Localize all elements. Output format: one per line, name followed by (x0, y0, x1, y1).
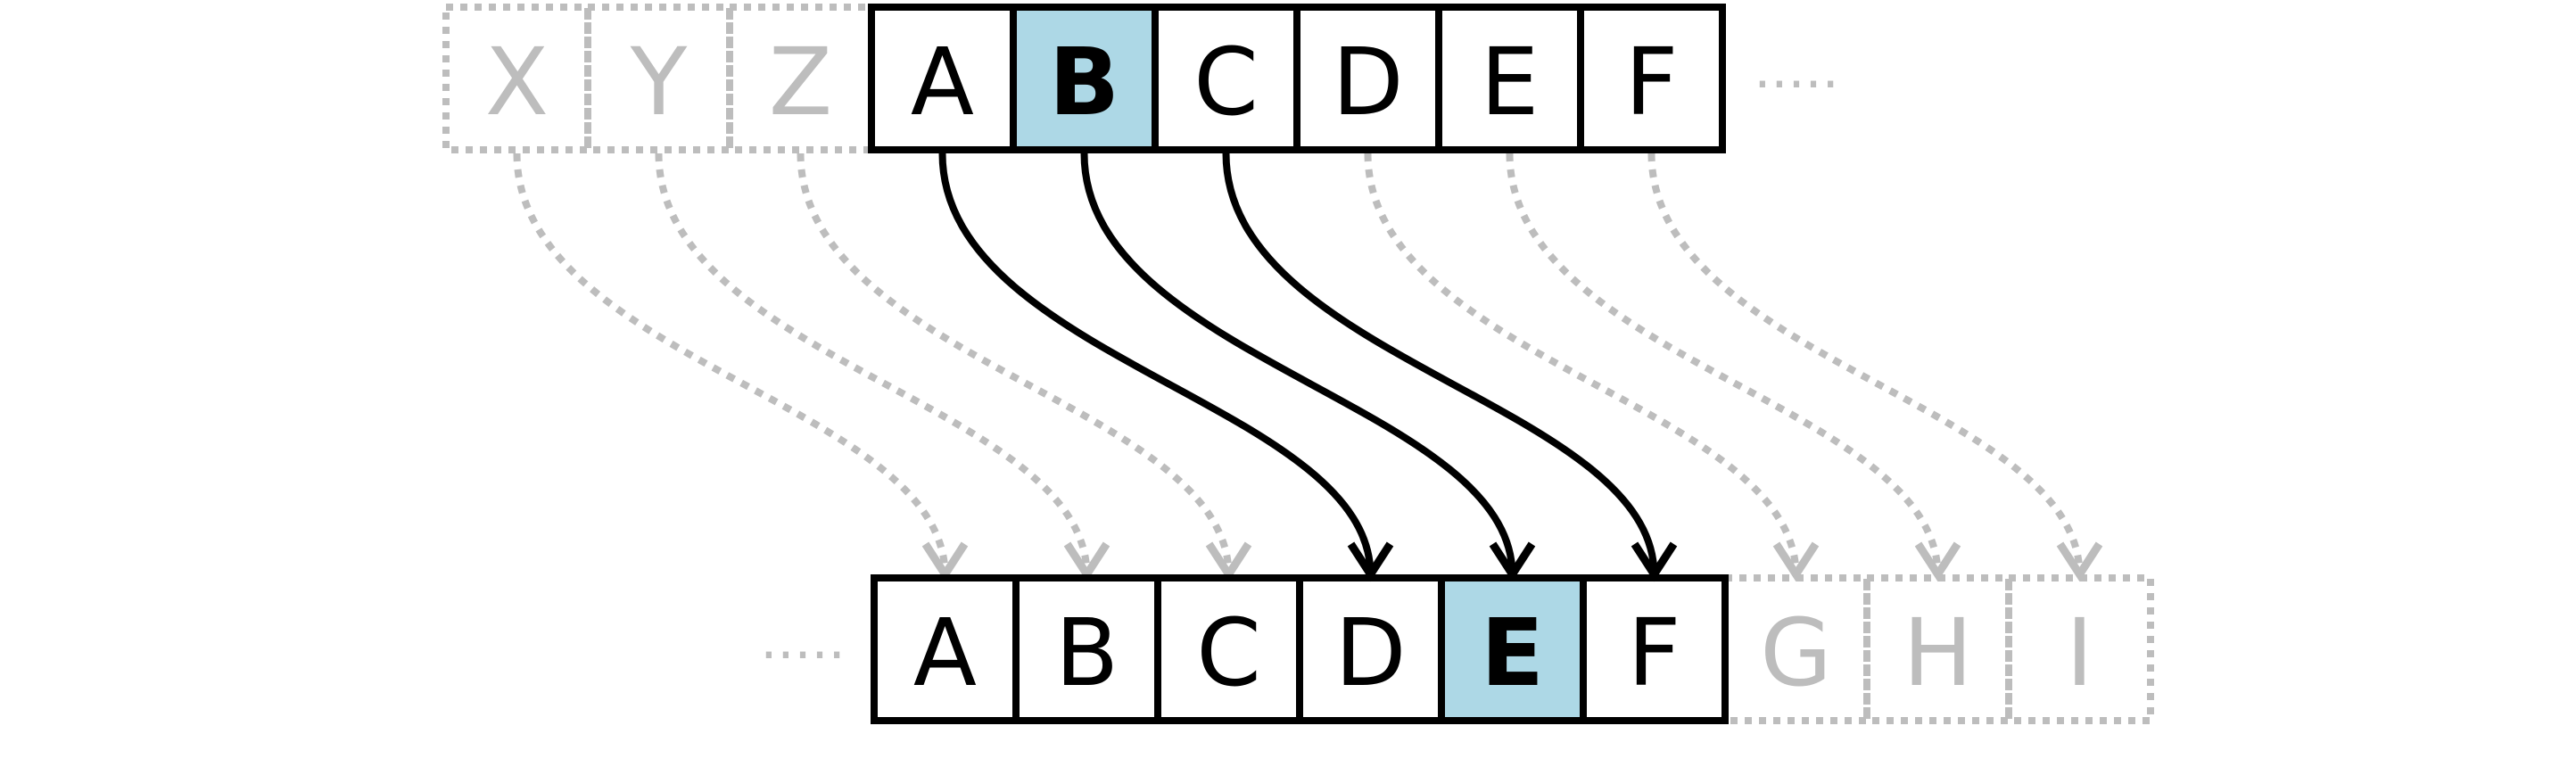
arrow-d-to-g (1364, 153, 1820, 582)
bottom-row-cell-letter-c: C (1196, 598, 1261, 707)
top-row-cell-border (1577, 4, 1726, 153)
arrow-x-to-a (513, 153, 969, 582)
arrow-c-to-f (1222, 153, 1678, 582)
arrow-path (655, 153, 1091, 573)
bottom-row-cell-letter-e: E (1481, 598, 1544, 707)
arrow-path (938, 153, 1375, 573)
arrow-b-to-e (1080, 153, 1536, 582)
bottom-row-cell-highlight-fill (1441, 578, 1583, 721)
bottom-row-cell-letter-d: D (1334, 598, 1406, 707)
arrow-y-to-b (655, 153, 1110, 582)
bottom-row-ellipsis: ..... (760, 609, 845, 672)
arrow-path (1506, 153, 1942, 573)
arrow-path (513, 153, 949, 573)
bottom-row-cell-letter-h: H (1903, 598, 1972, 707)
arrow-a-to-d (938, 153, 1394, 582)
top-row-cell-letter-y: Y (630, 28, 688, 136)
arrow-path (797, 153, 1233, 573)
bottom-row-cell-letter-f: F (1628, 598, 1681, 707)
bottom-row-cell-border (1580, 574, 1729, 724)
arrow-path (1364, 153, 1800, 573)
arrow-path (1080, 153, 1516, 573)
arrowhead (1914, 541, 1961, 582)
arrows-layer (513, 153, 2103, 582)
top-row-cell-letter-e: E (1481, 28, 1540, 136)
top-row-cell-letter-z: Z (769, 28, 832, 136)
top-row-cell-letter-x: X (485, 28, 549, 136)
top-row-cell-letter-a: A (911, 28, 974, 136)
bottom-row-cell-letter-i: I (2066, 598, 2093, 707)
arrow-path (1647, 153, 2084, 573)
bottom-row-cell-letter-b: B (1055, 598, 1119, 707)
top-row-cell-letter-d: D (1332, 28, 1403, 136)
bottom-row-cell-letter-g: G (1760, 598, 1832, 707)
arrow-e-to-h (1506, 153, 1961, 582)
top-row-cell-letter-b: B (1049, 28, 1119, 136)
top-row-cell-highlight-fill (1013, 7, 1155, 150)
bottom-row-cell-letter-a: A (913, 598, 977, 707)
arrow-z-to-c (797, 153, 1252, 582)
arrow-path (1222, 153, 1658, 573)
top-row-ellipsis: ..... (1754, 38, 1838, 101)
arrowhead (2056, 541, 2103, 582)
arrowhead (1772, 541, 1820, 582)
top-row-cell-letter-f: F (1625, 28, 1679, 136)
arrow-f-to-i (1647, 153, 2103, 582)
top-row-cell-letter-c: C (1193, 28, 1259, 136)
